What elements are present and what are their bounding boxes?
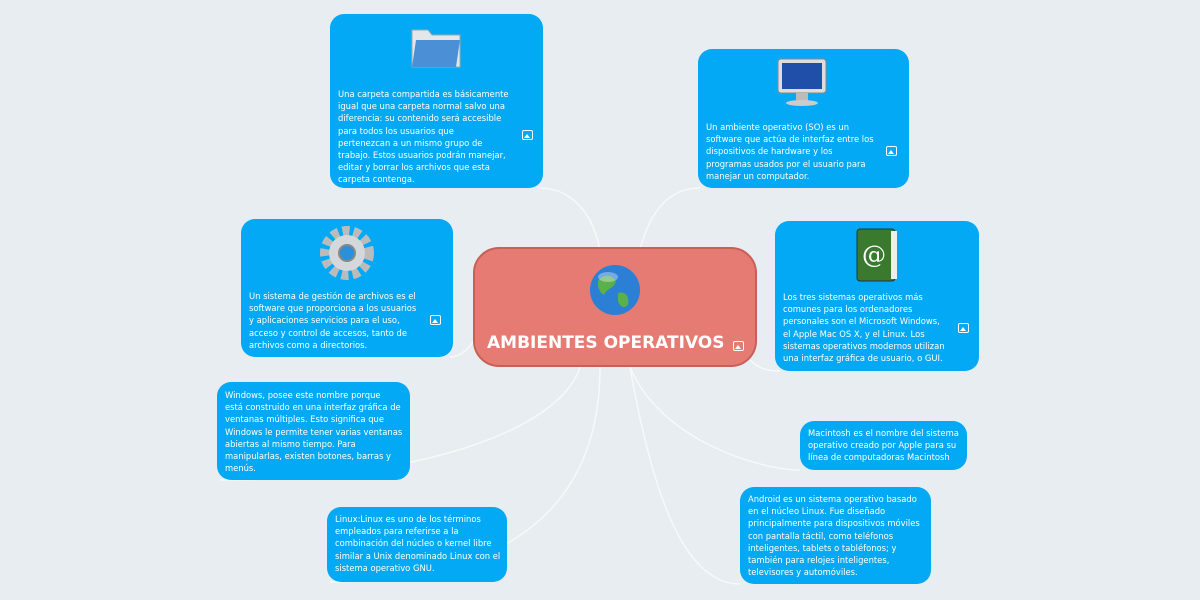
text-line: abiertas al mismo tiempo. Para — [225, 438, 356, 449]
node-text: Linux:Linux es uno de los términos emplea… — [335, 513, 500, 574]
text-line: principalmente para dispositivos móviles — [748, 518, 920, 529]
text-line: y aplicaciones servicios para el uso, — [249, 315, 400, 326]
address-book-icon: @ — [856, 228, 897, 282]
node-so[interactable]: Un ambiente operativo (SO) es un software… — [698, 49, 909, 188]
text-line: programas usados por el usuario para — [706, 158, 866, 169]
node-text: Windows, posee este nombre porque está co… — [225, 389, 402, 474]
folder-icon — [411, 29, 461, 68]
text-line: dispositivos de hardware y los — [706, 146, 833, 157]
text-line: Android es un sistema operativo basado — [748, 494, 917, 504]
text-line: software que actúa de interfaz entre los — [706, 134, 874, 145]
text-line: en el núcleo Linux. Fue diseñado — [748, 506, 886, 517]
text-line: para todos los usuarios que — [338, 125, 454, 136]
image-icon[interactable] — [430, 315, 441, 325]
monitor-icon — [777, 58, 827, 106]
text-line: editar y borrar los archivos que esta — [338, 162, 490, 173]
node-linux[interactable]: Linux:Linux es uno de los términos emplea… — [327, 507, 507, 582]
text-line: acceso y control de accesos, tanto de — [249, 327, 408, 338]
text-line: está construido en una interfaz gráfica … — [225, 402, 401, 413]
text-line: Windows le permite tener varias ventanas — [225, 426, 403, 437]
node-text: Android es un sistema operativo basado en… — [748, 493, 920, 578]
text-line: Linux:Linux es uno de los términos — [335, 514, 481, 524]
text-line: línea de computadoras Macintosh — [808, 452, 950, 463]
image-icon[interactable] — [522, 130, 533, 140]
text-line: el Apple Mac OS X, y el Linux. Los — [783, 328, 925, 339]
text-line: software que proporciona a los usuarios — [249, 303, 417, 314]
node-carpeta[interactable]: Una carpeta compartida es básicamente igu… — [330, 14, 543, 188]
node-text: Los tres sistemas operativos más comunes … — [783, 291, 945, 364]
text-line: combinación del núcleo o kernel libre — [335, 538, 492, 549]
text-line: manipularlas, existen botones, barras y — [225, 451, 391, 462]
text-line: archivos como a directorios. — [249, 339, 368, 350]
node-text: Un sistema de gestión de archivos es el s… — [249, 290, 416, 351]
node-archivos[interactable]: Un sistema de gestión de archivos es el s… — [241, 219, 453, 357]
gear-icon — [320, 226, 374, 280]
central-topic[interactable]: AMBIENTES OPERATIVOS — [473, 247, 757, 367]
text-line: similar a Unix denominado Linux con el — [335, 550, 501, 561]
node-text: Una carpeta compartida es básicamente igu… — [338, 88, 509, 186]
svg-text:@: @ — [862, 241, 886, 269]
text-line: personales son el Microsoft Windows, — [783, 316, 940, 327]
text-line: Los tres sistemas operativos más — [783, 292, 923, 302]
text-line: con pantalla táctil, como teléfonos — [748, 530, 894, 541]
node-android[interactable]: Android es un sistema operativo basado en… — [740, 487, 931, 584]
text-line: igual que una carpeta normal salvo una — [338, 101, 505, 112]
node-text: Macintosh es el nombre del sistema operat… — [808, 427, 959, 464]
text-line: sistema operativo GNU. — [335, 562, 435, 573]
text-line: Una carpeta compartida es básicamente — [338, 89, 509, 99]
text-line: pertenezcan a un mismo grupo de — [338, 137, 483, 148]
text-line: también para relojes inteligentes, — [748, 555, 890, 566]
globe-icon — [590, 265, 640, 315]
node-tres-sistemas[interactable]: @ Los tres sistemas operativos más comune… — [775, 221, 979, 371]
text-line: Windows, posee este nombre porque — [225, 390, 381, 400]
text-line: empleados para referirse a la — [335, 526, 459, 537]
node-text: Un ambiente operativo (SO) es un software… — [706, 121, 874, 182]
text-line: inteligentes, tablets o tabléfonos; y — [748, 542, 897, 553]
central-title: AMBIENTES OPERATIVOS — [487, 333, 725, 353]
text-line: comunes para los ordenadores — [783, 304, 913, 315]
image-icon[interactable] — [886, 146, 897, 156]
text-line: Un sistema de gestión de archivos es el — [249, 291, 416, 301]
text-line: trabajo. Estos usuarios podrán manejar, — [338, 150, 506, 161]
node-windows[interactable]: Windows, posee este nombre porque está co… — [217, 382, 410, 480]
text-line: Un ambiente operativo (SO) es un — [706, 122, 850, 132]
text-line: carpeta contenga. — [338, 174, 415, 185]
node-macintosh[interactable]: Macintosh es el nombre del sistema operat… — [800, 421, 967, 470]
text-line: menús. — [225, 463, 256, 474]
text-line: diferencia: su contenido será accesible — [338, 113, 502, 124]
image-icon[interactable] — [733, 341, 744, 351]
image-icon[interactable] — [958, 323, 969, 333]
text-line: televisores y automóviles. — [748, 567, 858, 578]
text-line: operativo creado por Apple para su — [808, 440, 957, 451]
text-line: manejar un computador. — [706, 170, 810, 181]
text-line: una interfaz gráfica de usuario, o GUI. — [783, 353, 943, 364]
text-line: Macintosh es el nombre del sistema — [808, 428, 959, 438]
text-line: sistemas operativos modernos utilizan — [783, 340, 945, 351]
text-line: ventanas múltiples. Esto significa que — [225, 414, 385, 425]
